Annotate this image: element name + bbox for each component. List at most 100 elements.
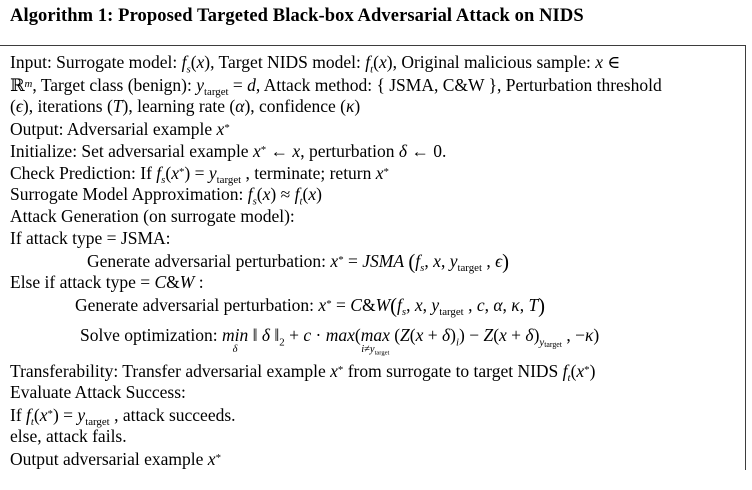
text-segment: T xyxy=(528,294,539,315)
text-segment: f xyxy=(415,250,421,271)
algorithm-body: Input: Surrogate model: fs(x), Target NI… xyxy=(0,46,745,469)
text-segment: d xyxy=(247,74,256,95)
text-segment: target xyxy=(374,349,390,357)
text-segment: x xyxy=(330,360,338,381)
text-segment: * xyxy=(338,254,344,266)
text-segment: x xyxy=(433,250,441,271)
text-segment: Transferability: Transfer adversarial ex… xyxy=(10,360,331,381)
text-segment: ), Original malicious sample: xyxy=(386,52,596,72)
text-segment: ≠ xyxy=(364,343,370,355)
text-segment: , xyxy=(422,294,432,315)
text-segment: Generate adversarial perturbation: xyxy=(75,294,319,315)
text-segment: Input: Surrogate model: xyxy=(10,52,182,72)
text-segment: f xyxy=(365,52,371,72)
text-segment: , perturbation xyxy=(300,140,399,161)
text-segment: If xyxy=(10,404,27,425)
text-segment: Attack Generation (on surrogate model): xyxy=(10,206,295,226)
text-segment: y xyxy=(196,74,205,95)
text-segment: * xyxy=(260,144,267,156)
text-segment: κ xyxy=(584,325,594,345)
text-segment: ), confidence ( xyxy=(244,96,346,116)
algorithm-line: Else if attack type = C&W : xyxy=(10,271,741,293)
text-segment: target xyxy=(544,339,562,349)
text-segment: + xyxy=(506,325,526,345)
text-segment: , attack succeeds. xyxy=(109,404,236,425)
text-segment: δ xyxy=(442,325,451,345)
algorithm-line: (ϵ), iterations (T), learning rate (α), … xyxy=(10,95,741,117)
text-segment: Surrogate Model Approximation: xyxy=(10,184,248,204)
text-segment: ← xyxy=(266,140,293,161)
text-segment: else, attack fails. xyxy=(10,426,127,446)
text-segment: ( xyxy=(302,184,309,204)
text-segment: , terminate; return xyxy=(241,162,376,183)
text-segment: ( xyxy=(389,325,401,345)
text-segment: , xyxy=(463,294,477,315)
text-segment: * xyxy=(179,166,185,178)
text-segment: y xyxy=(208,162,217,183)
text-segment: s xyxy=(420,262,425,275)
text-segment: t xyxy=(299,195,303,208)
text-segment: x xyxy=(414,294,423,315)
text-segment: x xyxy=(308,184,317,204)
text-segment: f xyxy=(294,184,300,204)
text-segment: ) − xyxy=(459,325,484,345)
text-segment: Check Prediction: If xyxy=(10,162,157,183)
text-segment: : xyxy=(194,272,204,292)
text-segment: · xyxy=(311,325,326,345)
text-segment: C xyxy=(350,294,362,315)
text-segment: ϵ xyxy=(495,250,503,271)
text-segment: s xyxy=(161,174,166,187)
text-segment: y xyxy=(369,343,375,355)
text-segment: t xyxy=(567,372,571,385)
text-segment: x xyxy=(330,250,339,271)
text-segment: Z xyxy=(483,325,494,345)
text-segment: x xyxy=(196,52,205,72)
text-segment: x xyxy=(415,325,424,345)
text-segment: ) = xyxy=(52,404,78,425)
text-segment: ϵ xyxy=(15,96,23,116)
text-segment: ( xyxy=(408,251,416,274)
text-segment: x xyxy=(318,294,327,315)
text-segment: s xyxy=(252,195,257,208)
text-segment: δ xyxy=(398,140,407,161)
algorithm-line: Transferability: Transfer adversarial ex… xyxy=(10,359,741,385)
algorithm-line: Attack Generation (on surrogate model): xyxy=(10,205,741,227)
text-segment: * xyxy=(224,122,230,134)
text-segment: Output: Adversarial example xyxy=(10,118,217,139)
text-segment: i xyxy=(455,336,459,349)
text-segment: W xyxy=(179,272,195,292)
text-segment: * xyxy=(584,364,590,376)
text-segment: * xyxy=(337,364,344,376)
text-segment: f xyxy=(26,404,31,425)
text-segment: x xyxy=(595,52,604,72)
text-segment: ( xyxy=(373,52,379,72)
text-segment: min xyxy=(221,324,249,345)
text-segment: y xyxy=(539,336,545,349)
text-segment: ← 0. xyxy=(406,140,447,161)
text-segment: T xyxy=(112,96,123,116)
text-segment: ), learning rate ( xyxy=(122,96,236,116)
text-segment: * xyxy=(215,452,221,464)
text-segment: ( xyxy=(10,96,16,116)
text-segment: ) xyxy=(450,325,456,345)
text-segment: ) xyxy=(538,295,546,318)
text-segment: , Target class (benign): xyxy=(32,74,197,95)
algorithm-line: Generate adversarial perturbation: x* = … xyxy=(10,249,741,275)
algorithm-line: If ft(x*) = ytarget , attack succeeds. xyxy=(10,403,741,428)
text-segment: f xyxy=(181,52,187,72)
text-segment: If attack type = JSMA: xyxy=(10,228,171,248)
text-segment: ) ≈ xyxy=(270,184,295,204)
text-segment: max xyxy=(360,324,390,345)
text-segment: x xyxy=(207,448,216,469)
algorithm-line: Evaluate Attack Success: xyxy=(10,381,741,403)
text-segment: & xyxy=(166,272,180,292)
text-segment: Initialize: Set adversarial example xyxy=(10,140,253,161)
text-segment: δ xyxy=(525,325,534,345)
algorithm-line: Generate adversarial perturbation: x* = … xyxy=(10,293,741,318)
text-segment: y xyxy=(449,250,458,271)
text-segment: * xyxy=(383,166,389,178)
algorithm-line: Output adversarial example x* xyxy=(10,447,741,469)
